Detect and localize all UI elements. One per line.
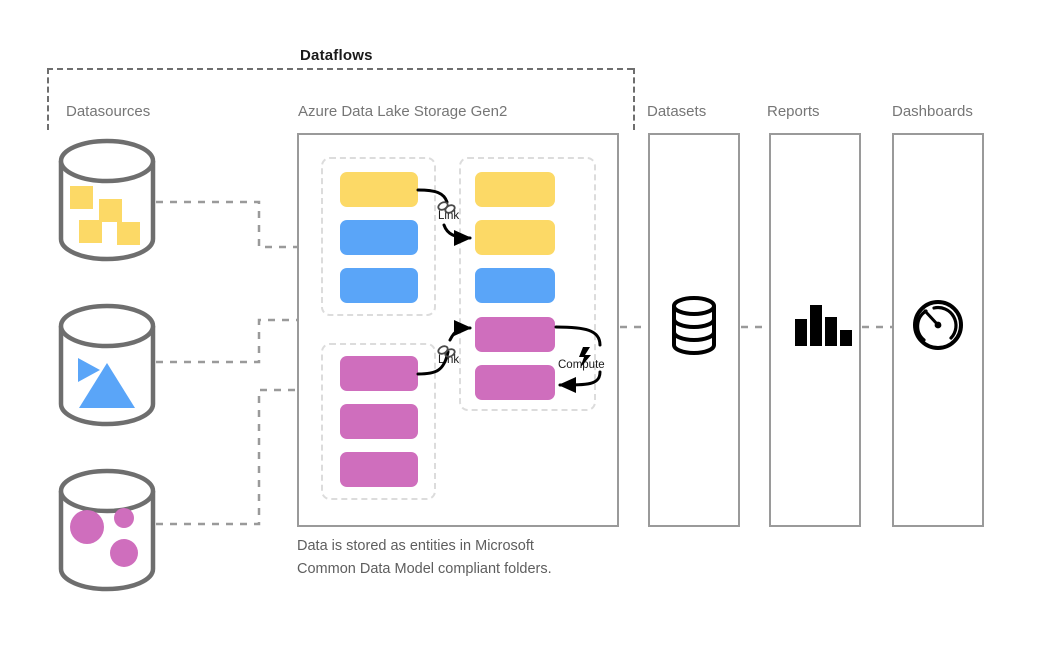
connector-datasource-2 (156, 318, 297, 364)
flow-label-compute: Compute (558, 359, 605, 371)
datasource-cylinder-2-icon (58, 303, 156, 427)
entity-group-left-bottom (321, 343, 436, 500)
entity-bar (340, 220, 418, 255)
entity-bar (475, 268, 555, 303)
adls-caption: Data is stored as entities in Microsoft … (297, 538, 552, 577)
dataflows-boundary-right (633, 68, 635, 130)
column-label-datasets: Datasets (647, 103, 707, 120)
connector-datasource-1 (156, 200, 297, 249)
diagram-title: Dataflows (300, 47, 373, 64)
entity-bar (340, 452, 418, 487)
column-label-reports: Reports (767, 103, 820, 120)
flow-label-link-bottom: Link (438, 354, 460, 366)
datasets-container-box (648, 133, 740, 527)
entity-bar (340, 356, 418, 391)
entity-group-right (459, 157, 596, 411)
reports-container-box (769, 133, 861, 527)
entity-group-left-top (321, 157, 436, 316)
column-label-dashboards: Dashboards (892, 103, 973, 120)
flow-label-link-top: Link (438, 210, 460, 222)
dataflows-boundary-left (47, 68, 49, 130)
datasource-cylinder-3-icon (58, 468, 156, 592)
entity-bar (475, 220, 555, 255)
dataflows-boundary-top (47, 68, 633, 70)
entity-bar (475, 172, 555, 207)
entity-bar (340, 172, 418, 207)
column-label-adls: Azure Data Lake Storage Gen2 (298, 103, 508, 120)
datasource-cylinder-1-icon (58, 138, 156, 262)
column-label-datasources: Datasources (66, 103, 151, 120)
dashboards-container-box (892, 133, 984, 527)
entity-bar (340, 268, 418, 303)
entity-bar (475, 317, 555, 352)
connector-datasource-3 (156, 388, 297, 526)
entity-bar (340, 404, 418, 439)
datasource-connectors (156, 200, 297, 526)
entity-bar (475, 365, 555, 400)
